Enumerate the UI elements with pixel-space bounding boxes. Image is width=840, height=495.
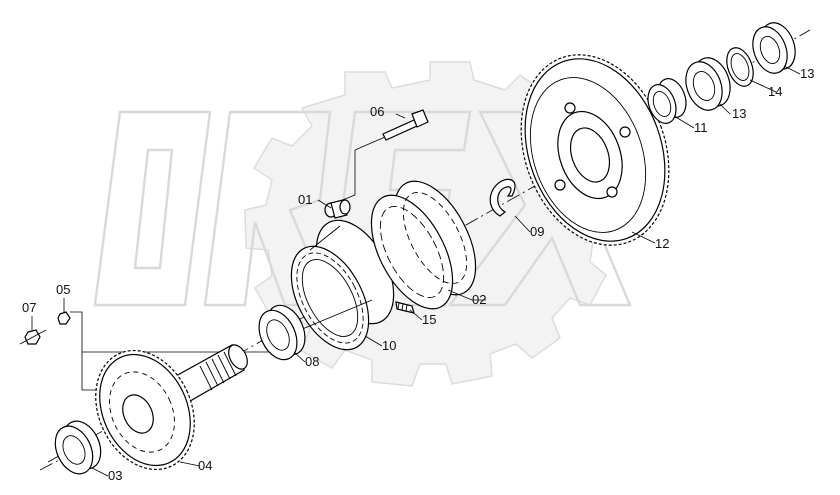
label-02: 02 — [472, 292, 486, 307]
part-labels: 01 02 03 04 05 06 07 08 09 10 11 12 13 1… — [22, 66, 814, 483]
label-01: 01 — [298, 192, 312, 207]
label-13b: 13 — [800, 66, 814, 81]
part-04-shaft-gear — [95, 344, 248, 471]
part-05-nut — [57, 311, 71, 325]
label-07: 07 — [22, 300, 36, 315]
label-08: 08 — [305, 354, 319, 369]
part-01-pin — [324, 199, 351, 219]
part-09-snap-ring — [489, 178, 516, 217]
part-03-bearing — [54, 420, 102, 475]
label-15: 15 — [422, 312, 436, 327]
part-07-nut — [19, 329, 47, 345]
part-10-drum — [290, 219, 395, 351]
part-06-bolt — [382, 109, 429, 141]
label-13a: 13 — [732, 106, 746, 121]
label-14: 14 — [768, 84, 782, 99]
label-06: 06 — [370, 104, 384, 119]
label-leaders — [31, 65, 801, 477]
label-05: 05 — [56, 282, 70, 297]
part-02-cage — [370, 180, 477, 310]
label-10: 10 — [382, 338, 396, 353]
part-14-spacer — [726, 47, 754, 87]
label-11: 11 — [694, 120, 708, 135]
part-13b-bearing — [752, 22, 796, 74]
part-12-large-gear — [520, 54, 670, 246]
part-11-bushing — [647, 78, 687, 124]
part-08-bearing — [258, 304, 306, 361]
label-03: 03 — [108, 468, 122, 483]
watermark-letter-o — [93, 110, 212, 307]
label-09: 09 — [530, 224, 544, 239]
part-13a-bearing — [685, 57, 731, 111]
label-04: 04 — [198, 458, 212, 473]
label-12: 12 — [655, 236, 669, 251]
